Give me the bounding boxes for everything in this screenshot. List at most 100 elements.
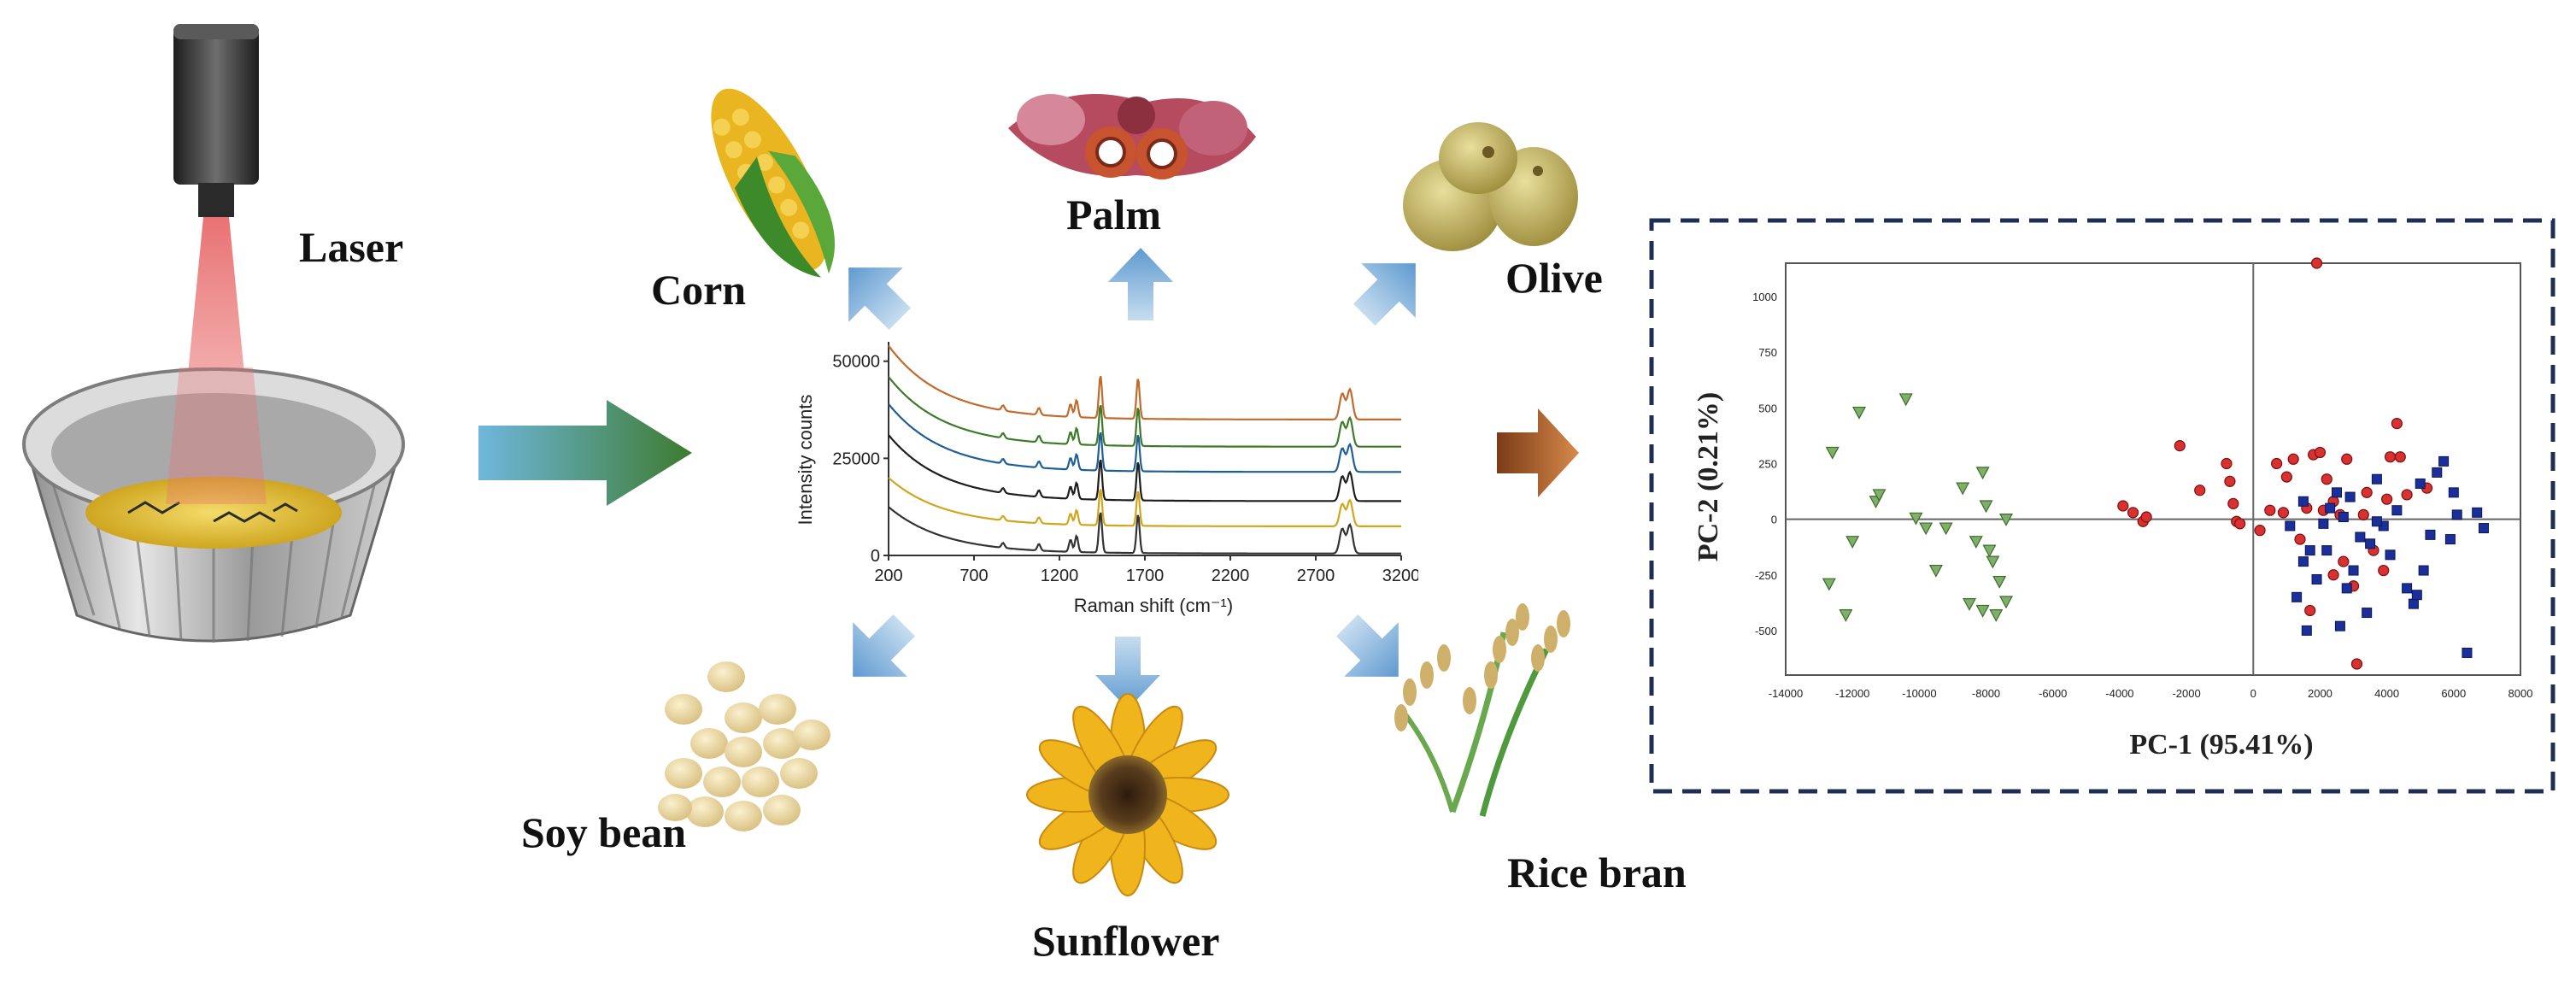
scatter-point-triangle	[1969, 536, 1983, 549]
sunflower-icon	[1026, 693, 1229, 896]
scatter-point-triangle	[1975, 604, 1990, 618]
x-tick-label: 3200	[1382, 567, 1418, 585]
y-tick-label: 750	[1758, 346, 1777, 359]
x-tick-label: 4000	[2374, 687, 2399, 700]
direction-arrows	[848, 248, 1416, 709]
y-tick-label: 25000	[832, 449, 880, 468]
laser-label: Laser	[299, 223, 404, 271]
palm-fruit-icon	[1008, 94, 1256, 179]
palm-label: Palm	[1066, 191, 1162, 238]
scatter-point-circle	[2341, 453, 2353, 465]
scatter-point-triangle	[1898, 393, 1913, 407]
scatter-point-square	[2411, 590, 2422, 601]
scatter-point-circle	[2310, 257, 2323, 269]
spectrum-line-1	[888, 344, 1401, 420]
corn-label: Corn	[651, 266, 747, 314]
scatter-point-triangle	[1982, 544, 1997, 558]
scatter-point-square	[2325, 502, 2336, 514]
scatter-point-circle	[2338, 555, 2350, 567]
scatter-point-circle	[2394, 451, 2406, 463]
scatter-point-circle	[2227, 497, 2239, 509]
scatter-point-triangle	[1975, 467, 1990, 480]
scatter-point-square	[2451, 509, 2462, 520]
x-tick-label: 2200	[1212, 567, 1250, 585]
plot-area	[1785, 262, 2521, 676]
x-tick-label: 0	[2250, 687, 2256, 700]
scatter-point-circle	[2224, 475, 2236, 487]
scatter-point-triangle	[1845, 536, 1860, 549]
pca-scatter-chart: PC-2 (0.21%) PC-1 (95.41%) -14000-12000-…	[1693, 257, 2533, 761]
scatter-point-square	[2332, 487, 2342, 498]
scatter-point-circle	[2254, 525, 2266, 537]
y-tick-label: 0	[871, 547, 880, 566]
scatter-point-square	[2348, 565, 2359, 576]
result-arrow	[1497, 408, 1579, 497]
scatter-point-triangle	[1989, 609, 2004, 622]
scatter-point-square	[2334, 620, 2345, 631]
x-tick-label: 8000	[2509, 687, 2533, 700]
scatter-point-square	[2291, 591, 2303, 602]
oil-bowl-icon	[22, 367, 405, 643]
scatter-point-square	[2415, 478, 2426, 489]
scatter-point-circle	[2361, 486, 2373, 498]
soy-bean-label: Soy bean	[521, 808, 687, 856]
scatter-point-triangle	[1992, 575, 2007, 589]
scatter-point-circle	[2234, 518, 2246, 530]
scatter-point-square	[2385, 549, 2396, 561]
scatter-point-square	[2341, 583, 2352, 594]
x-axis-label: Raman shift (cm⁻¹)	[1074, 595, 1233, 616]
scatter-point-square	[2432, 467, 2443, 478]
scatter-point-triangle	[1851, 406, 1867, 420]
scatter-point-triangle	[1825, 446, 1840, 460]
scatter-point-square	[2285, 520, 2296, 532]
scatter-point-square	[2448, 487, 2459, 498]
scatter-point-square	[2304, 545, 2315, 556]
x-tick-label: -10000	[1902, 687, 1936, 700]
scatter-point-square	[2438, 455, 2450, 467]
scatter-point-triangle	[1986, 555, 2000, 569]
scatter-point-square	[2318, 518, 2329, 529]
scatter-point-triangle	[1909, 512, 1923, 526]
scatter-point-circle	[2194, 485, 2206, 496]
scatter-point-circle	[2327, 569, 2339, 581]
scatter-point-square	[2371, 473, 2382, 485]
scatter-point-square	[2408, 598, 2419, 609]
scatter-point-triangle	[1939, 522, 1953, 536]
y-tick-label: -500	[1755, 625, 1777, 637]
olive-icon	[1403, 122, 1578, 251]
scatter-point-circle	[2384, 451, 2397, 463]
scatter-point-square	[2402, 583, 2413, 594]
scatter-point-square	[2301, 625, 2312, 636]
spectrum-line-4	[888, 434, 1401, 502]
scatter-point-triangle	[1822, 578, 1836, 591]
scatter-point-square	[2311, 573, 2322, 584]
x-tick-label: -4000	[2105, 687, 2133, 700]
scatter-point-triangle	[1998, 514, 2014, 526]
x-tick-label: -2000	[2172, 687, 2200, 700]
pc1-axis-label: PC-1 (95.41%)	[2129, 729, 2313, 761]
scatter-point-circle	[2321, 473, 2332, 485]
pca-frame	[1649, 218, 2555, 794]
scatter-point-square	[2479, 523, 2489, 534]
corn-icon	[711, 88, 835, 278]
rice-bran-label: Rice bran	[1507, 849, 1687, 896]
scatter-point-square	[2344, 491, 2356, 502]
x-tick-label: 2700	[1297, 567, 1335, 585]
scatter-point-square	[2462, 647, 2473, 658]
scatter-point-triangle	[1962, 598, 1977, 611]
y-tick-label: 1000	[1752, 291, 1777, 303]
spectrum-line-3	[888, 403, 1401, 473]
x-tick-label: -12000	[1835, 687, 1869, 700]
scatter-point-triangle	[1928, 564, 1943, 578]
scatter-point-circle	[2401, 489, 2413, 501]
soybean-icon	[658, 661, 830, 831]
x-tick-label: 6000	[2441, 687, 2466, 700]
x-tick-label: -6000	[2039, 687, 2067, 700]
scatter-point-circle	[2294, 533, 2306, 545]
olive-label: Olive	[1505, 254, 1603, 302]
x-tick-label: 2000	[2308, 687, 2332, 700]
scatter-point-circle	[2127, 507, 2139, 519]
scatter-point-circle	[2280, 471, 2292, 483]
scatter-point-circle	[2221, 457, 2233, 470]
scatter-point-circle	[2264, 504, 2276, 516]
